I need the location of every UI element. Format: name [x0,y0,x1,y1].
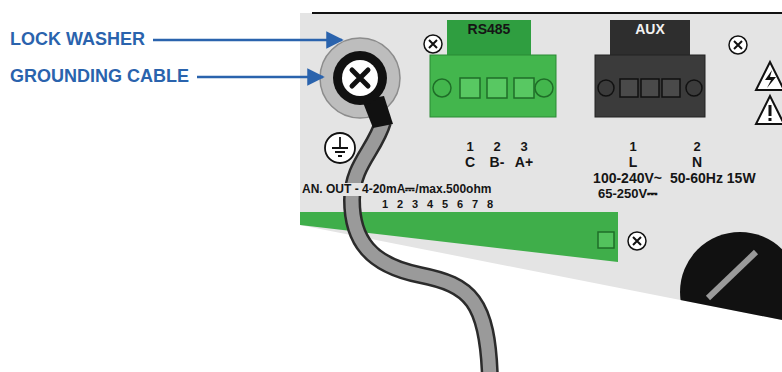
pin-number: 1 [629,140,636,154]
callout-label: GROUNDING CABLE [10,67,189,87]
pin-number: 4 [427,198,433,210]
shock-warning-symbol [756,62,782,90]
callout-label: LOCK WASHER [10,30,145,50]
terminal-slot [662,79,680,97]
pin-number: 7 [472,198,478,210]
pin-number: 1 [466,140,473,154]
ground-screw [342,60,378,96]
panel-screw [424,35,442,53]
terminal-slot [514,78,534,98]
ground-symbol [325,133,355,163]
knob-body [680,232,782,352]
caution-symbol [756,96,782,124]
pin-number: 6 [457,198,463,210]
screw-cross [352,70,368,86]
rating-text: 65-250V⎓ [598,187,657,201]
leader-line [153,39,342,42]
terminal-slot [641,79,659,97]
terminal-screw [433,79,451,97]
signal-name: A+ [515,155,533,170]
terminal-slot [460,78,480,98]
aux-plug-top [610,20,690,56]
terminal-slot [598,232,614,248]
signal-name: N [692,155,702,170]
terminal-screw [535,79,553,97]
connector-label: RS485 [468,22,511,37]
terminal-slot [620,79,638,97]
pin-number: 8 [487,198,493,210]
pin-number: 3 [412,198,418,210]
panel-screw [628,232,646,250]
terminal-screw [686,80,702,96]
pin-number: 1 [382,198,388,210]
lock-washer [320,38,400,118]
signal-name: L [629,155,638,170]
pin-number: 3 [520,140,527,154]
pin-number: 2 [397,198,403,210]
rating-text: 100-240V~ [593,171,662,186]
connector-label: AUX [635,22,665,37]
knob [680,232,782,352]
grounding-cable [352,122,490,372]
rating-text: 50-60Hz 15W [670,171,756,186]
signal-name: B- [490,155,505,170]
terminal-screw [598,80,614,96]
pin-number: 2 [693,140,700,154]
signal-name: C [465,155,475,170]
ring-lug [333,51,387,105]
leader-line [197,76,323,79]
rs485-plug-top [447,20,531,56]
grounding-cable-outline [352,122,490,372]
terminal-slot [487,78,507,98]
knob-mark [708,252,756,298]
aux-connector [595,55,705,117]
panel-screw [729,36,747,54]
pin-number: 2 [493,140,500,154]
pin-number: 5 [442,198,448,210]
analog-output-label: AN. OUT - 4-20mA⎓/max.500ohm [300,183,493,196]
panel-edge [312,12,782,14]
rs485-connector [430,55,556,117]
